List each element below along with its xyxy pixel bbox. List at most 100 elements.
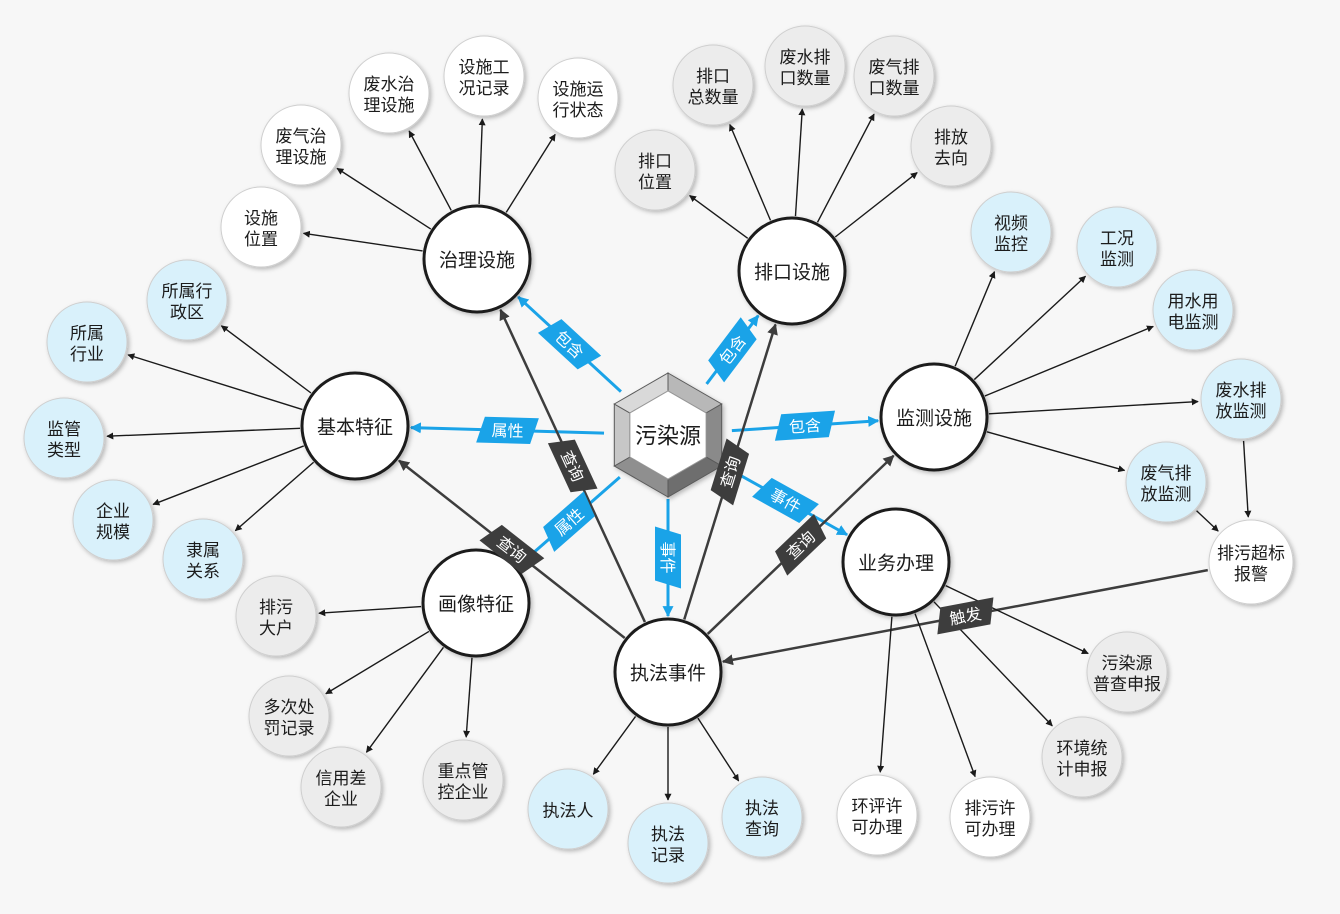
relation-tag-bg — [775, 514, 827, 576]
leaf-label: 排口位置 — [638, 152, 672, 192]
leaf-node-l_dccf[interactable]: 多次处罚记录 — [248, 675, 330, 757]
edge-jb-l_sshx — [220, 325, 312, 394]
leaf-label: 环评许可办理 — [852, 797, 903, 837]
leaf-node-l_ssyx[interactable]: 设施运行状态 — [537, 57, 619, 139]
leaf-label: 排放去向 — [934, 128, 968, 168]
leaf-node-l_ssgk[interactable]: 设施工况记录 — [443, 35, 525, 117]
relation-tag-src-jb: 属性 — [476, 416, 539, 445]
hub-node-jc[interactable]: 监测设施 — [879, 362, 989, 472]
leaf-circle — [260, 104, 342, 186]
relation-tag-bg — [476, 416, 539, 445]
leaf-circle — [146, 259, 228, 341]
leaf-node-l_sshx[interactable]: 所属行政区 — [146, 259, 228, 341]
edge-hx-l_pwdh — [318, 605, 422, 617]
leaf-node-l_zfr[interactable]: 执法人 — [527, 768, 609, 850]
leaf-node-l_fspf[interactable]: 废水排放监测 — [1200, 358, 1282, 440]
leaf-node-l_pwcb[interactable]: 排污超标报警 — [1208, 519, 1294, 605]
leaf-circle — [672, 44, 754, 126]
relation-tag-src-zf: 事件 — [655, 526, 681, 589]
leaf-node-l_zfjl[interactable]: 执法记录 — [627, 802, 709, 884]
leaf-node-l_fqzl[interactable]: 废气治理设施 — [260, 104, 342, 186]
leaf-node-l_fspk[interactable]: 废水排口数量 — [764, 25, 846, 107]
leaf-node-l_xyc[interactable]: 信用差企业 — [300, 746, 382, 828]
edge-zl-l_ssgk — [478, 118, 486, 205]
leaf-label: 废气治理设施 — [276, 127, 327, 167]
leaf-node-l_ysyd[interactable]: 用水用电监测 — [1152, 269, 1234, 351]
relation-tag-src-pk: 包含 — [708, 317, 757, 383]
leaf-circle — [537, 57, 619, 139]
edge-jb-l_lsgx — [234, 461, 315, 532]
leaf-label: 排污大户 — [259, 598, 293, 638]
leaf-node-l_fqpk[interactable]: 废气排口数量 — [853, 35, 935, 117]
relation-tag-bg — [710, 438, 750, 506]
leaf-circle — [1200, 358, 1282, 440]
leaf-node-l_sshy[interactable]: 所属行业 — [46, 301, 128, 383]
hub-label: 基本特征 — [317, 417, 393, 439]
relation-tag-bg — [937, 597, 994, 635]
leaf-label: 设施运行状态 — [553, 80, 604, 120]
edge-pk-l_pfqx — [834, 172, 918, 238]
hub-node-hx[interactable]: 画像特征 — [421, 548, 531, 658]
edge-jb-l_qygm — [152, 445, 304, 506]
edge-l_fspf-l_pwcb — [1242, 440, 1252, 518]
leaf-node-l_qygm[interactable]: 企业规模 — [72, 479, 154, 561]
leaf-label: 废水治理设施 — [364, 75, 415, 115]
leaf-node-l_lsgx[interactable]: 隶属关系 — [162, 518, 244, 600]
hub-label: 治理设施 — [439, 250, 515, 272]
leaf-label: 执法记录 — [651, 825, 685, 865]
leaf-label: 废水排放监测 — [1216, 381, 1267, 421]
leaf-node-l_zdgk[interactable]: 重点管控企业 — [422, 739, 504, 821]
relation-tag-bg — [537, 319, 602, 370]
leaf-node-l_wrpc[interactable]: 污染源普查申报 — [1086, 631, 1168, 713]
edge-zl-l_fszl — [408, 130, 452, 211]
edge-pk-l_pkzs — [729, 123, 772, 221]
leaf-node-l_jglx[interactable]: 监管类型 — [23, 397, 105, 479]
edge-yw-l_wrpc — [945, 585, 1089, 655]
relation-label: 事件 — [658, 541, 676, 573]
leaf-label: 工况监测 — [1100, 229, 1134, 269]
relation-label: 包含 — [788, 417, 821, 437]
leaf-label: 隶属关系 — [186, 541, 220, 581]
relation-tag-src-jc: 包含 — [774, 410, 836, 441]
hub-circle — [879, 362, 989, 472]
leaf-circle — [1041, 716, 1123, 798]
leaf-node-l_pwdh[interactable]: 排污大户 — [235, 575, 317, 657]
leaf-node-l_pwxk[interactable]: 排污许可办理 — [949, 776, 1031, 858]
leaf-node-l_gkjc[interactable]: 工况监测 — [1076, 206, 1158, 288]
leaf-node-l_hjtj[interactable]: 环境统计申报 — [1041, 716, 1123, 798]
leaf-node-l_sswz[interactable]: 设施位置 — [220, 186, 302, 268]
leaf-circle — [162, 518, 244, 600]
leaf-circle — [527, 768, 609, 850]
pollution-source-center-node[interactable]: 污染源 — [613, 372, 723, 498]
leaf-node-l_pfqx[interactable]: 排放去向 — [910, 105, 992, 187]
hub-circle — [421, 548, 531, 658]
leaf-label: 废气排口数量 — [869, 58, 920, 98]
hub-node-pk[interactable]: 排口设施 — [737, 216, 847, 326]
hub-label: 执法事件 — [630, 663, 706, 685]
hub-node-yw[interactable]: 业务办理 — [841, 507, 951, 617]
leaf-label: 废气排放监测 — [1141, 464, 1192, 504]
leaf-circle — [300, 746, 382, 828]
edge-yw-l_hpxk — [877, 616, 893, 773]
leaf-label: 环境统计申报 — [1057, 739, 1108, 779]
leaf-circle — [1125, 441, 1207, 523]
leaf-node-l_fqpf[interactable]: 废气排放监测 — [1125, 441, 1207, 523]
leaf-circle — [721, 776, 803, 858]
leaf-node-l_zfcx[interactable]: 执法查询 — [721, 776, 803, 858]
hub-label: 画像特征 — [438, 594, 514, 616]
leaf-node-l_spjk[interactable]: 视频监控 — [970, 191, 1052, 273]
leaf-node-l_fszl[interactable]: 废水治理设施 — [348, 52, 430, 134]
edge-hx-l_xyc — [365, 646, 445, 753]
leaf-node-l_pkzs[interactable]: 排口总数量 — [672, 44, 754, 126]
hub-node-zl[interactable]: 治理设施 — [422, 204, 532, 314]
hub-node-zf[interactable]: 执法事件 — [613, 617, 723, 727]
edge-l_fqpf-l_pwcb — [1196, 510, 1219, 532]
hub-label: 业务办理 — [858, 553, 934, 575]
leaf-label: 视频监控 — [994, 214, 1028, 254]
hub-node-jb[interactable]: 基本特征 — [300, 371, 410, 481]
leaf-node-l_hpxk[interactable]: 环评许可办理 — [836, 774, 918, 856]
leaf-label: 所属行政区 — [162, 282, 213, 322]
leaf-node-l_pkwz[interactable]: 排口位置 — [614, 129, 696, 211]
